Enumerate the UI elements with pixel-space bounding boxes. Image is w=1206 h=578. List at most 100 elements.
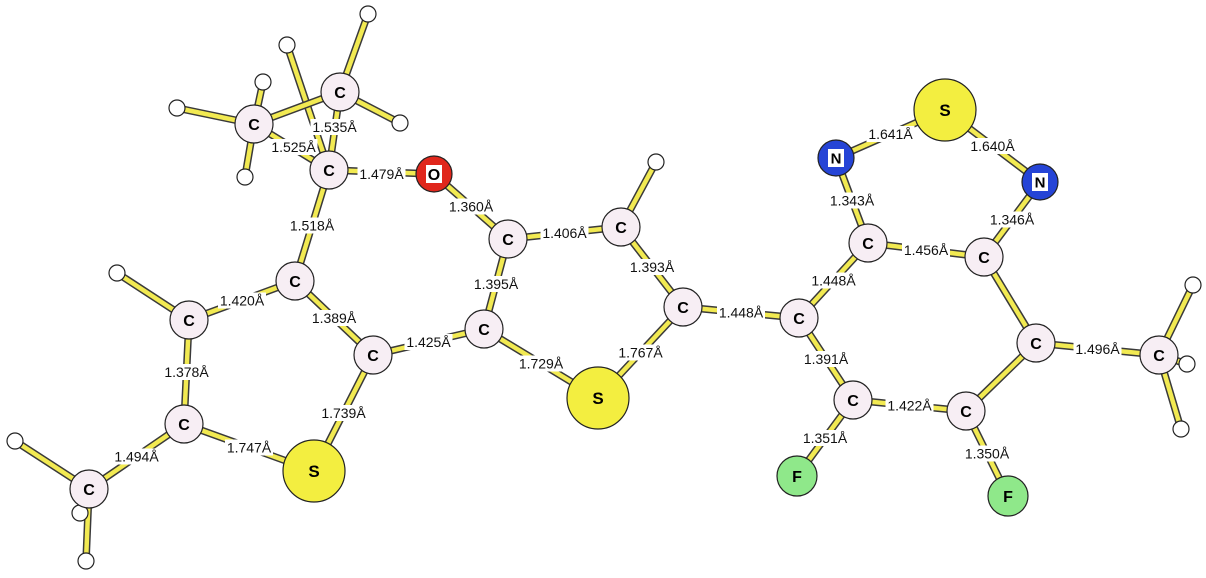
- atom-element-label: C: [478, 322, 490, 339]
- bond-length-label: 1.420Å: [218, 292, 266, 309]
- hydrogen-atom: [108, 264, 126, 282]
- atom-o1: O: [415, 155, 453, 193]
- bond-length-label: 1.448Å: [809, 272, 858, 289]
- bond-length-label: 1.351Å: [801, 430, 849, 446]
- atom-element-label: C: [677, 300, 689, 317]
- hydrogen-atom: [359, 5, 377, 23]
- atom-s2: S: [566, 366, 630, 430]
- bond-length-label: 1.456Å: [902, 242, 950, 258]
- hydrogen-atom: [168, 99, 186, 117]
- bond-length-label: 1.535Å: [310, 119, 359, 135]
- bond-length-label: 1.391Å: [802, 351, 850, 367]
- hydrogen-atom: [236, 168, 254, 186]
- bond-length-text: 1.420Å: [220, 293, 265, 309]
- bond-length-text: 1.767Å: [618, 345, 663, 361]
- atom-c10: C: [488, 219, 528, 259]
- bond-length-text: 1.641Å: [868, 126, 913, 142]
- bond-length-text: 1.406Å: [542, 225, 587, 241]
- bond-length-label: 1.747Å: [225, 439, 273, 456]
- bond-length-label: 1.350Å: [963, 445, 1011, 462]
- bond-length-label: 1.406Å: [540, 225, 589, 241]
- bond-length-text: 1.747Å: [227, 440, 272, 456]
- bond-length-text: 1.448Å: [719, 305, 764, 321]
- bond-length-text: 1.494Å: [114, 449, 159, 465]
- bond-length-text: 1.395Å: [474, 276, 519, 292]
- atom-element-label: C: [793, 311, 805, 328]
- hydrogen-atom: [278, 36, 296, 54]
- atom-c15: C: [833, 380, 873, 420]
- bond-length-text: 1.479Å: [359, 166, 404, 182]
- bond-length-label: 1.343Å: [828, 192, 876, 209]
- atom-element-label: C: [862, 236, 874, 253]
- bond-length-text: 1.739Å: [321, 405, 366, 421]
- atom-c9: C: [464, 309, 504, 349]
- bond-length-text: 1.422Å: [887, 398, 932, 414]
- atom-n2: N: [1021, 163, 1059, 201]
- bond-length-label: 1.479Å: [357, 166, 406, 182]
- atom-element-label: C: [178, 417, 190, 434]
- atom-element-label: C: [83, 482, 95, 499]
- atom-c2: C: [320, 72, 360, 112]
- atom-c7: C: [353, 335, 393, 375]
- bond-length-text: 1.518Å: [290, 218, 335, 234]
- atom-element-label: C: [367, 348, 379, 365]
- hydrogen-atom: [1178, 355, 1196, 373]
- atom-c6: C: [164, 404, 204, 444]
- bond-length-text: 1.640Å: [970, 138, 1015, 154]
- atom-element-label: C: [323, 163, 335, 180]
- atom-c16: C: [946, 391, 986, 431]
- bond-length-label: 1.425Å: [404, 334, 453, 350]
- bond-length-label: 1.448Å: [717, 304, 765, 321]
- atom-element-label: O: [428, 167, 440, 184]
- bond-length-label: 1.640Å: [968, 138, 1017, 154]
- bond-length-label: 1.641Å: [866, 126, 915, 142]
- atom-element-label: N: [831, 150, 842, 167]
- atom-c8: C: [69, 469, 109, 509]
- atom-c1: C: [234, 104, 274, 144]
- atom-element-label: C: [183, 313, 195, 330]
- atom-element-label: C: [978, 250, 990, 267]
- bond-length-label: 1.525Å: [269, 139, 318, 155]
- bond-length-label: 1.346Å: [988, 211, 1036, 228]
- atom-c18: C: [1016, 323, 1056, 363]
- atom-c19: C: [1139, 335, 1179, 375]
- bond-length-label: 1.729Å: [517, 355, 565, 372]
- bond-length-text: 1.456Å: [904, 242, 949, 258]
- bond-length-label: 1.393Å: [628, 259, 676, 275]
- atom-element-label: C: [289, 274, 301, 291]
- atom-n1: N: [817, 139, 855, 177]
- bond-length-label: 1.378Å: [162, 364, 211, 380]
- atom-element-label: N: [1035, 174, 1046, 191]
- atom-element-label: S: [592, 389, 603, 408]
- atom-element-label: S: [939, 101, 950, 120]
- atom-element-label: C: [1153, 348, 1165, 365]
- atom-c13: C: [779, 298, 819, 338]
- hydrogen-atom: [6, 432, 24, 450]
- atom-element-label: C: [502, 232, 514, 249]
- atom-element-label: C: [960, 404, 972, 421]
- atom-c4: C: [275, 261, 315, 301]
- bond-length-label: 1.518Å: [288, 217, 336, 234]
- bond-length-label: 1.739Å: [319, 405, 368, 421]
- atom-element-label: C: [615, 220, 627, 237]
- hydrogen-atom: [391, 114, 409, 132]
- bond-length-label: 1.395Å: [472, 276, 520, 292]
- bond-length-label: 1.494Å: [112, 448, 161, 465]
- atom-element-label: C: [334, 85, 346, 102]
- atom-element-label: C: [847, 393, 859, 410]
- bond-length-text: 1.729Å: [519, 356, 564, 372]
- atom-c3: C: [309, 150, 349, 190]
- atom-c11: C: [601, 207, 641, 247]
- atom-f2: F: [987, 475, 1029, 517]
- bond-length-label: 1.767Å: [616, 344, 665, 361]
- atom-element-label: C: [248, 117, 260, 134]
- bond-length-text: 1.360Å: [449, 199, 494, 215]
- atom-c12: C: [663, 287, 703, 327]
- bond-length-text: 1.448Å: [811, 273, 856, 289]
- hydrogen-atom: [1172, 420, 1190, 438]
- atom-c5: C: [169, 300, 209, 340]
- bond-length-text: 1.343Å: [830, 193, 875, 209]
- bond-length-text: 1.525Å: [271, 139, 316, 155]
- bond-length-text: 1.346Å: [990, 212, 1035, 228]
